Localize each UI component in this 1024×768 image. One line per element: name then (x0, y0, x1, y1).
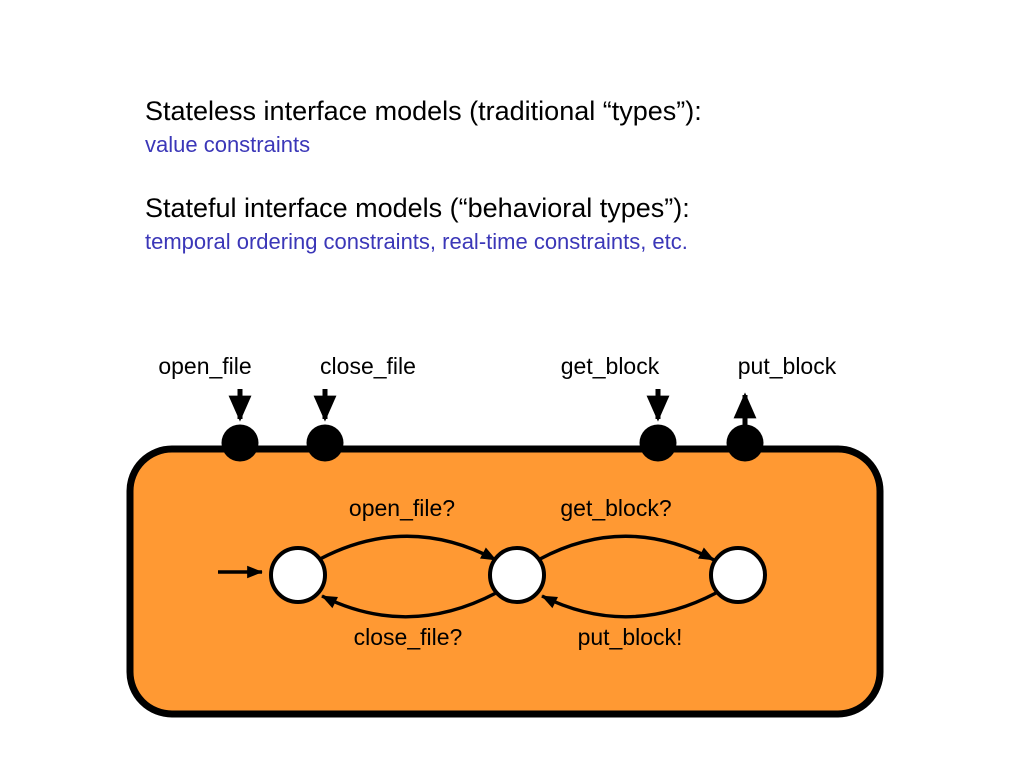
transition-label-put-block: put_block! (577, 624, 683, 650)
state-node-2[interactable] (709, 546, 767, 604)
port-dot-close-file[interactable] (306, 424, 344, 462)
stateful-heading: Stateful interface models (“behavioral t… (145, 193, 690, 223)
port-label-close-file: close_file (320, 353, 416, 379)
transition-arc-close-file (321, 591, 497, 619)
paragraph-stateful: Stateful interface models (“behavioral t… (145, 190, 690, 258)
transition-label-open-file: open_file? (348, 495, 456, 521)
stateful-subtext: temporal ordering constraints, real-time… (145, 229, 688, 254)
transition-arc-get-block (539, 534, 715, 562)
transition-arc-open-file (319, 534, 497, 562)
state-node-1[interactable] (488, 546, 546, 604)
paragraph-stateless: Stateless interface models (traditional … (145, 93, 702, 161)
state-node-0[interactable] (269, 546, 327, 604)
transition-label-get-block: get_block? (560, 495, 672, 521)
transition-arc-put-block (541, 591, 717, 619)
stateless-heading: Stateless interface models (traditional … (145, 96, 702, 126)
port-dot-put-block[interactable] (726, 424, 764, 462)
port-label-open-file: open_file (158, 353, 252, 379)
port-label-put-block: put_block (737, 353, 837, 379)
port-label-get-block: get_block (560, 353, 660, 379)
transition-label-close-file: close_file? (353, 624, 463, 650)
stateless-subtext: value constraints (145, 132, 311, 157)
port-dot-get-block[interactable] (639, 424, 677, 462)
port-dot-open-file[interactable] (221, 424, 259, 462)
